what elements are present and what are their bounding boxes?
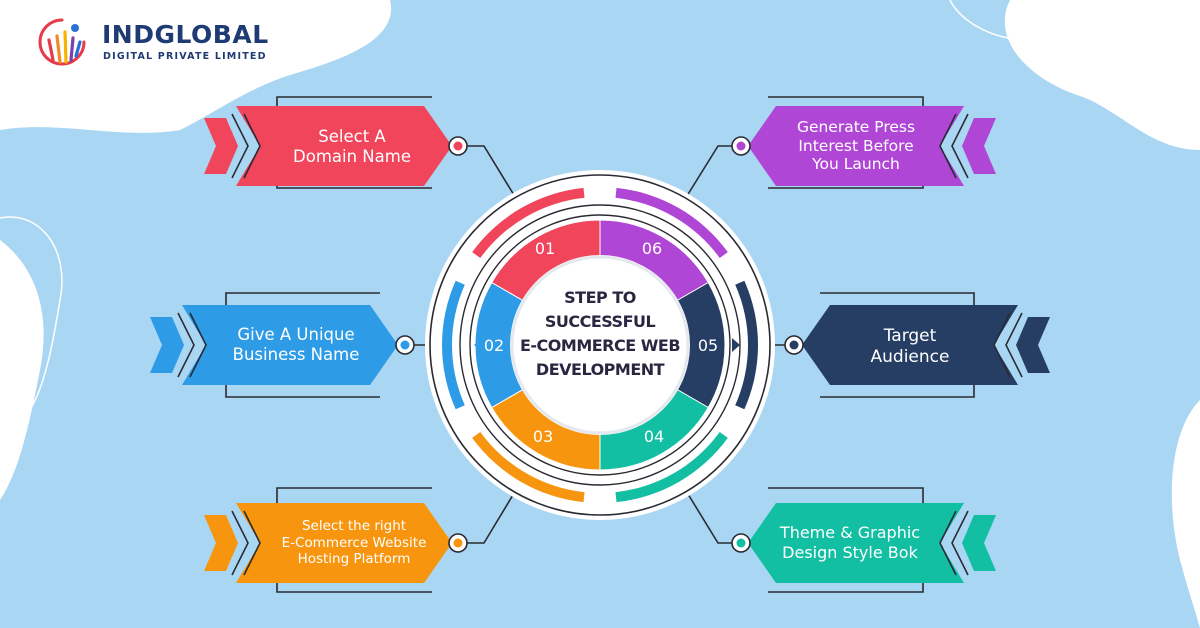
step-06-line-1: Generate Press xyxy=(796,117,916,136)
step-06-line-2: Interest Before xyxy=(798,136,914,155)
step-03-line-3: Hosting Platform xyxy=(297,551,411,568)
step-03-line-1: Select the right xyxy=(301,518,407,535)
top-left-blob xyxy=(0,0,392,133)
step-03-dot xyxy=(453,538,463,548)
step-06-number: 06 xyxy=(641,239,663,258)
step-05-line-1: Target xyxy=(883,326,937,347)
step-06-arrow-tip xyxy=(962,118,996,174)
brand-subtitle: DIGITAL PRIVATE LIMITED xyxy=(103,51,267,62)
step-04-label: Theme & Graphic Design Style Bok xyxy=(764,508,936,578)
step-02-ribbon xyxy=(182,305,398,385)
step-06-line-3: You Launch xyxy=(812,155,900,174)
step-01-dot xyxy=(453,141,463,151)
step-01-arrow-tip xyxy=(204,118,238,174)
center-title-line-2: SUCCESSFUL xyxy=(544,312,656,331)
wheel-outer-ring xyxy=(429,174,771,516)
step-03-number: 03 xyxy=(532,427,554,446)
step-06-label: Generate Press Interest Before You Launc… xyxy=(770,108,942,184)
step-02-arrow-tip xyxy=(150,317,184,373)
step-04-ribbon xyxy=(748,503,964,583)
step-03-label: Select the right E-Commerce Website Host… xyxy=(262,508,446,578)
step-05-outer-arc xyxy=(735,280,759,410)
step-03-ribbon xyxy=(236,503,452,583)
step-03-outer-arc xyxy=(472,431,585,503)
company-logo: INDGLOBAL DIGITAL PRIVATE LIMITED xyxy=(36,16,276,68)
step-02-line-1: Give A Unique xyxy=(237,324,355,344)
left-blob xyxy=(0,240,44,500)
step-05-arrow-tip xyxy=(1016,317,1050,373)
center-title-line-1: STEP TO xyxy=(564,288,636,307)
step-02-outer-arc xyxy=(441,280,465,410)
top-right-outline xyxy=(949,0,1200,121)
step-05-label: Target Audience xyxy=(826,312,994,382)
step-02-chevrons xyxy=(177,312,207,378)
step-01-label: Select A Domain Name xyxy=(268,112,436,182)
step-02-notch-icon xyxy=(474,338,482,352)
step-04-number: 04 xyxy=(643,427,665,446)
wheel-inner-ring xyxy=(469,214,731,476)
step-04-dot xyxy=(736,538,746,548)
step-02-number: 02 xyxy=(483,336,505,355)
step-01-line-1: Select A xyxy=(318,126,386,146)
step-02-dot xyxy=(400,340,410,350)
step-03-chevrons xyxy=(231,510,261,576)
step-06-ribbon xyxy=(748,106,964,186)
top-right-blob xyxy=(1004,0,1200,150)
step-05-dot xyxy=(789,340,799,350)
step-01-chevrons xyxy=(231,113,261,179)
center-wheel xyxy=(425,170,775,520)
step-01-line-2: Domain Name xyxy=(293,147,411,166)
step-05-line-2: Audience xyxy=(870,347,950,367)
step-02-line-2: Business Name xyxy=(232,345,360,364)
step-06-outer-arc xyxy=(615,187,728,259)
step-04-arrow-tip xyxy=(962,515,996,571)
step-05-notch-icon xyxy=(732,338,740,352)
wheel-center-ring xyxy=(510,255,690,435)
logo-icon xyxy=(38,18,86,66)
step-05-chevrons xyxy=(993,312,1023,378)
center-title-line-4: DEVELOPMENT xyxy=(535,360,665,379)
step-03-line-2: E-Commerce Website xyxy=(281,534,427,551)
step-04-line-2: Design Style Bok xyxy=(782,543,918,562)
step-01-ribbon xyxy=(236,106,452,186)
step-02-label: Give A Unique Business Name xyxy=(212,310,380,380)
bottom-right-blob xyxy=(1171,400,1200,628)
step-04-chevrons xyxy=(939,510,969,576)
step-06-chevrons xyxy=(939,113,969,179)
step-05-ribbon xyxy=(802,305,1018,385)
step-01-outer-arc xyxy=(472,187,585,259)
left-outline xyxy=(0,216,63,441)
step-04-outer-arc xyxy=(615,431,728,503)
wheel-center-disc xyxy=(510,255,690,435)
step-05-number: 05 xyxy=(697,336,719,355)
step-06-dot xyxy=(736,141,746,151)
center-title-line-3: E-COMMERCE WEB xyxy=(519,336,681,355)
center-title: STEP TO SUCCESSFUL E-COMMERCE WEB DEVELO… xyxy=(510,286,690,382)
step-03-arrow-tip xyxy=(204,515,238,571)
brand-name: INDGLOBAL xyxy=(102,20,269,49)
step-ribbons xyxy=(150,106,1050,583)
step-01-number: 01 xyxy=(534,239,556,258)
step-04-line-1: Theme & Graphic xyxy=(779,523,921,543)
